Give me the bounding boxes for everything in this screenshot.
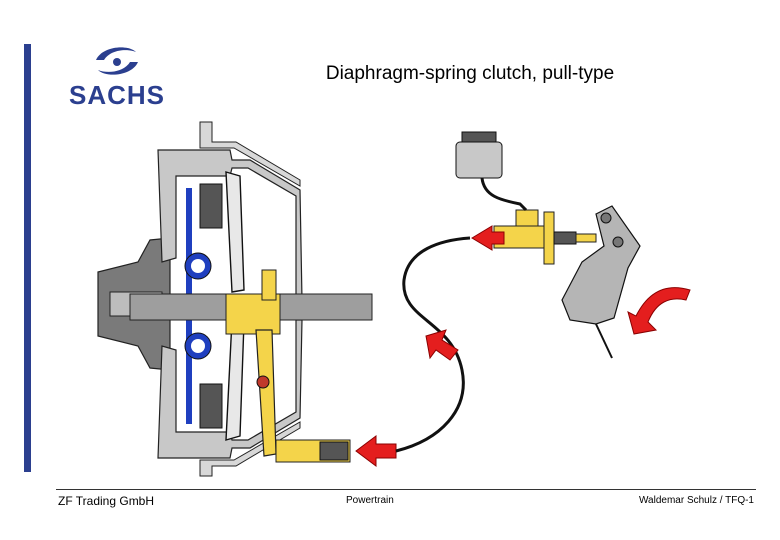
sachs-logo: SACHS xyxy=(56,42,178,110)
housing-top xyxy=(157,149,303,301)
push-rod xyxy=(575,233,597,243)
pressure-plate-bottom xyxy=(199,383,223,429)
master-flange xyxy=(543,211,555,265)
housing-bottom xyxy=(157,319,303,459)
slave-piston xyxy=(319,441,349,461)
release-bearing xyxy=(225,293,281,335)
reservoir-hose xyxy=(480,177,528,212)
push-rod-boot xyxy=(553,231,577,245)
hydraulic-line xyxy=(395,236,471,453)
diaphragm-spring-top xyxy=(225,171,245,293)
damper-spring-top-core xyxy=(191,259,205,273)
pedal-link xyxy=(612,236,624,248)
footer-department: Powertrain xyxy=(346,495,394,506)
footer-divider xyxy=(56,489,756,490)
sachs-swirl-logo-icon xyxy=(96,47,138,75)
page-title: Diaphragm-spring clutch, pull-type xyxy=(325,63,615,84)
pedal-pivot xyxy=(600,212,612,224)
footer-company: ZF Trading GmbH xyxy=(58,494,155,508)
pedal-icon xyxy=(561,205,641,325)
pressure-plate-top xyxy=(199,183,223,229)
reservoir-icon xyxy=(455,141,503,179)
damper-spring-bottom-core xyxy=(191,339,205,353)
master-inlet xyxy=(515,209,539,227)
logo-text: SACHS xyxy=(68,80,165,110)
clutch-diagram xyxy=(97,121,691,477)
fork-pivot xyxy=(256,375,270,389)
diaphragm-spring-bottom xyxy=(225,319,245,441)
reservoir-cap xyxy=(461,131,497,143)
red-arrow-icon xyxy=(627,287,691,335)
housing-bell-lower xyxy=(199,421,301,477)
accent-bar xyxy=(24,44,31,472)
footer-author: Waldemar Schulz / TFQ-1 xyxy=(638,495,754,506)
bearing-sleeve xyxy=(261,269,277,301)
pedal-arm xyxy=(595,323,613,359)
red-arrow-icon xyxy=(471,225,505,251)
red-arrow-icon xyxy=(425,329,459,361)
housing-bell xyxy=(199,121,301,187)
red-arrow-icon xyxy=(355,435,397,467)
